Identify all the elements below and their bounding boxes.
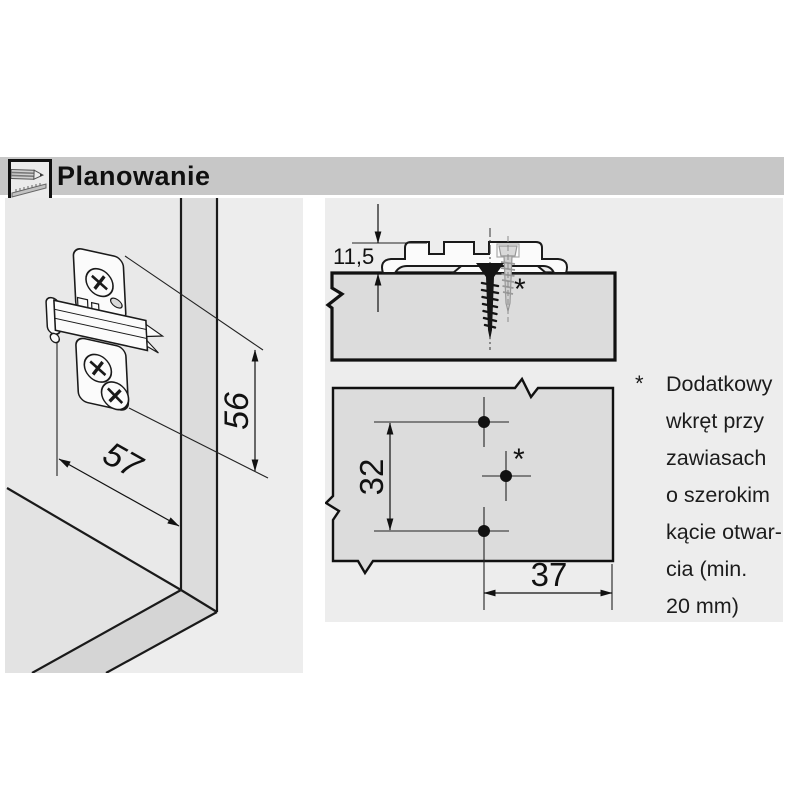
drill-hole-additional — [500, 470, 512, 482]
footnote-line: kącie otwar- — [666, 520, 782, 544]
board-top-view — [325, 376, 615, 576]
mounting-plate — [45, 248, 165, 411]
footnote: Dodatkowy wkręt przy zawiasach o szeroki… — [666, 366, 782, 625]
header-bar — [0, 157, 784, 195]
dim-32-label: 32 — [353, 459, 390, 496]
board-section — [325, 271, 617, 362]
section-view: 11,5 * — [325, 204, 617, 362]
drill-hole-top — [478, 416, 490, 428]
dim-37-label: 37 — [531, 556, 568, 593]
dimension-11-5: 11,5 — [333, 204, 427, 312]
additional-screw-ghost — [496, 236, 520, 322]
technical-views: 11,5 * * — [325, 204, 617, 610]
cabinet-isometric-drawing: 56 57 — [5, 198, 269, 673]
footnote-line: wkręt przy — [666, 409, 764, 433]
pencil-ruler-icon — [10, 168, 47, 198]
extension-lines — [56, 255, 269, 479]
plate-profile — [381, 241, 568, 274]
dimension-56: 56 — [218, 349, 259, 472]
dimension-32: 32 — [353, 422, 394, 531]
page-title: Planowanie — [57, 161, 211, 191]
footnote-marker: * — [635, 371, 644, 396]
dimension-37: 37 — [483, 556, 613, 610]
footnote-line: Dodatkowy — [666, 372, 773, 396]
footnote-line: cia (min. — [666, 557, 748, 581]
footnote-line: o szerokim — [666, 483, 770, 507]
right-diagram-panel: 11,5 * * — [325, 198, 783, 622]
dim-11-5-label: 11,5 — [333, 244, 374, 269]
drill-view: * 32 37 — [325, 376, 615, 610]
planning-icon-box — [8, 159, 52, 203]
fixing-screw — [476, 228, 504, 350]
footnote-line: zawiasach — [666, 446, 767, 470]
footnote-line: 20 mm) — [666, 594, 739, 618]
plate-screws — [83, 267, 130, 411]
drill-asterisk: * — [513, 443, 525, 476]
left-diagram-panel: 56 57 — [5, 198, 303, 673]
drill-hole-bottom — [478, 525, 490, 537]
dim-56-label: 56 — [218, 392, 256, 430]
section-asterisk: * — [514, 273, 526, 306]
